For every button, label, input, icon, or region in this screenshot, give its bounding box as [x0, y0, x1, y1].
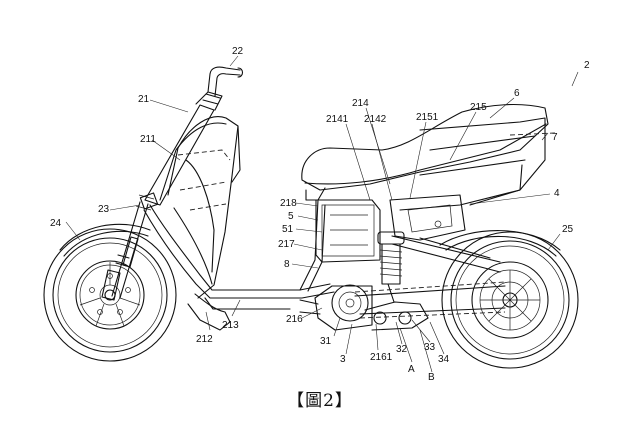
label-216: 216	[286, 314, 303, 325]
drive-chain	[354, 281, 506, 319]
label-23: 23	[98, 204, 110, 215]
label-8: 8	[284, 259, 290, 270]
label-2141: 2141	[326, 114, 349, 125]
label-24: 24	[50, 218, 62, 229]
label-215: 215	[470, 102, 487, 113]
battery-box	[315, 199, 381, 263]
label-3: 3	[340, 354, 346, 365]
label-32: 32	[396, 344, 408, 355]
label-2151: 2151	[416, 112, 439, 123]
label-6: 6	[514, 88, 520, 99]
controller-box	[389, 194, 466, 241]
reference-numerals: 2 22 21 211 23 24 212 213 214 2141 2142 …	[50, 46, 590, 383]
label-211: 211	[140, 134, 156, 145]
label-21: 21	[138, 94, 150, 105]
label-51: 51	[282, 224, 294, 235]
label-217: 217	[278, 239, 295, 250]
label-212: 212	[196, 334, 213, 345]
main-frame	[143, 187, 335, 310]
label-33: 33	[424, 342, 436, 353]
label-5: 5	[288, 211, 294, 222]
rear-fender	[439, 230, 561, 257]
drive-unit	[299, 284, 429, 331]
front-fender	[59, 223, 151, 257]
rear-wheel	[441, 231, 579, 369]
rear-shock	[377, 231, 405, 303]
figure-caption: 【圖2】	[287, 391, 353, 411]
label-B: B	[428, 372, 435, 383]
rear-body	[399, 117, 556, 211]
label-31: 31	[320, 336, 332, 347]
front-fork	[101, 194, 155, 301]
front-cowl	[159, 116, 241, 331]
leader-lines	[65, 55, 579, 373]
steering-column	[139, 66, 244, 210]
label-2161: 2161	[370, 352, 393, 363]
label-214: 214	[352, 98, 369, 109]
front-wheel	[43, 228, 177, 362]
label-2: 2	[584, 60, 590, 71]
label-218: 218	[280, 198, 297, 209]
label-7: 7	[552, 132, 558, 143]
label-213: 213	[222, 320, 239, 331]
label-2142: 2142	[364, 114, 387, 125]
label-22: 22	[232, 46, 244, 57]
label-34: 34	[438, 354, 450, 365]
label-A: A	[408, 364, 415, 375]
label-4: 4	[554, 188, 560, 199]
label-25: 25	[562, 224, 574, 235]
swing-arm	[391, 235, 501, 273]
